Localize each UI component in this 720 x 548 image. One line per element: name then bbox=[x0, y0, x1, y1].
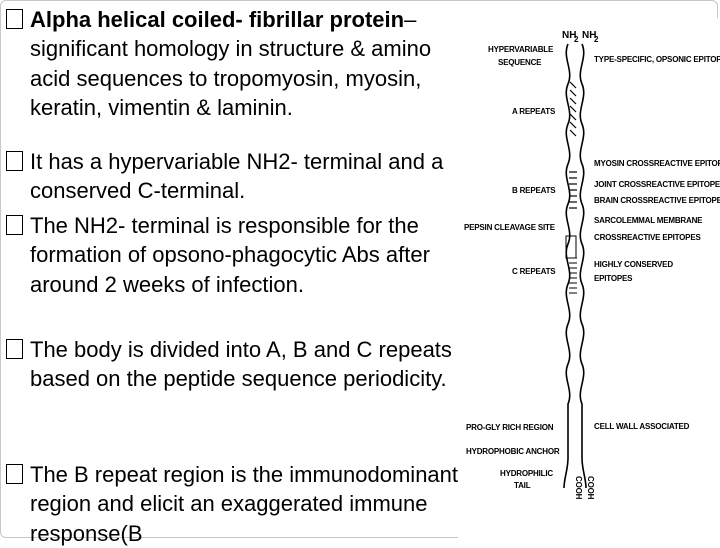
label-b-repeats: B REPEATS bbox=[512, 186, 556, 195]
label-hydrophilic: HYDROPHILIC bbox=[500, 469, 553, 478]
label-brain-crossreactive: BRAIN CROSSREACTIVE EPITOPE bbox=[594, 196, 720, 205]
bullet-box-icon bbox=[6, 151, 23, 171]
label-sarcolemmal: SARCOLEMMAL MEMBRANE bbox=[594, 216, 703, 225]
bullet-text: The NH2- terminal is responsible for the… bbox=[30, 213, 430, 297]
bullet-item: The B repeat region is the immunodominan… bbox=[6, 460, 466, 548]
bullet-bold-text: Alpha helical coiled- fibrillar protein bbox=[30, 7, 405, 32]
nh2-label-left: NH bbox=[562, 30, 576, 41]
bullet-text: The body is divided into A, B and C repe… bbox=[30, 337, 452, 392]
label-conserved-epitopes: EPITOPES bbox=[594, 274, 633, 283]
label-joint-crossreactive: JOINT CROSSREACTIVE EPITOPE bbox=[594, 180, 720, 189]
label-type-specific: TYPE-SPECIFIC, OPSONIC EPITOPES bbox=[594, 55, 720, 64]
label-myosin-crossreactive: MYOSIN CROSSREACTIVE EPITOPES bbox=[594, 159, 720, 168]
coiled-coil-strand-left bbox=[563, 43, 571, 489]
label-sarcolemmal-epitopes: CROSSREACTIVE EPITOPES bbox=[594, 233, 701, 242]
nh2-subscript-right: 2 bbox=[594, 35, 599, 44]
bullet-item: Alpha helical coiled- fibrillar protein–… bbox=[6, 5, 466, 123]
label-highly-conserved: HIGHLY CONSERVED bbox=[594, 260, 673, 269]
bullet-box-icon bbox=[6, 9, 23, 29]
bullet-list: Alpha helical coiled- fibrillar protein–… bbox=[6, 5, 466, 546]
a-repeat-marks bbox=[569, 81, 577, 137]
cooh-label-right: COOH bbox=[586, 476, 595, 500]
label-hypervariable: HYPERVARIABLE bbox=[488, 45, 554, 54]
c-repeat-marks bbox=[569, 257, 577, 294]
label-cell-wall-associated: CELL WALL ASSOCIATED bbox=[594, 422, 690, 431]
bullet-item: It has a hypervariable NH2- terminal and… bbox=[6, 147, 466, 206]
bullet-text: It has a hypervariable NH2- terminal and… bbox=[30, 149, 444, 204]
label-tail: TAIL bbox=[514, 481, 531, 490]
nh2-label-right: NH bbox=[582, 30, 596, 41]
m-protein-diagram: NH 2 NH 2 HYPERVARIABLE SEQUENCE A REPEA… bbox=[458, 18, 720, 540]
bullet-text: The B repeat region is the immunodominan… bbox=[30, 462, 459, 546]
label-pro-gly-region: PRO-GLY RICH REGION bbox=[466, 423, 554, 432]
cooh-label-left: COOH bbox=[574, 476, 583, 500]
bullet-box-icon bbox=[6, 339, 23, 359]
label-pepsin-cleavage-site: PEPSIN CLEAVAGE SITE bbox=[464, 223, 556, 232]
bullet-box-icon bbox=[6, 215, 23, 235]
coiled-coil-strand-right bbox=[579, 43, 587, 489]
label-hydrophobic-anchor: HYDROPHOBIC ANCHOR bbox=[466, 447, 560, 456]
nh2-subscript-left: 2 bbox=[574, 35, 579, 44]
label-a-repeats: A REPEATS bbox=[512, 107, 556, 116]
label-c-repeats: C REPEATS bbox=[512, 267, 556, 276]
label-sequence: SEQUENCE bbox=[498, 58, 542, 67]
m-protein-diagram-svg: NH 2 NH 2 HYPERVARIABLE SEQUENCE A REPEA… bbox=[464, 30, 720, 500]
b-repeat-marks bbox=[569, 171, 577, 209]
bullet-box-icon bbox=[6, 464, 23, 484]
bullet-text: – significant homology in structure & am… bbox=[30, 7, 432, 121]
bullet-item: The NH2- terminal is responsible for the… bbox=[6, 211, 466, 299]
bullet-item: The body is divided into A, B and C repe… bbox=[6, 335, 466, 394]
